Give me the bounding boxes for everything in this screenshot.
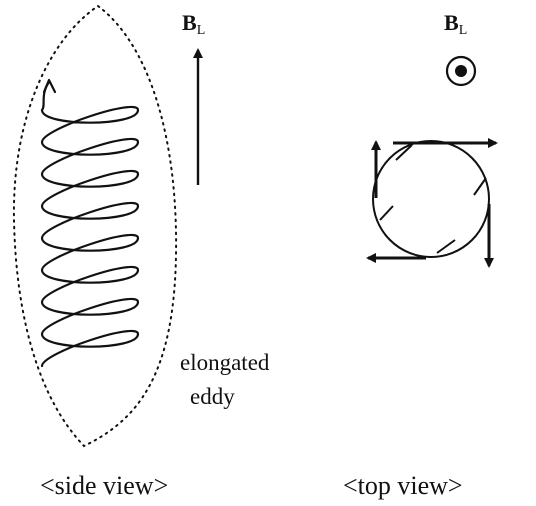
rotation-circle [372, 140, 490, 258]
helix-arrowhead [42, 78, 57, 94]
field-out-of-page-icon [445, 55, 477, 87]
eddy-outline [12, 4, 178, 448]
helix-coil-path [40, 80, 140, 368]
eddy-label-line2: eddy [190, 384, 235, 409]
side-field-label: BL [182, 10, 205, 38]
top-field-label: BL [444, 10, 467, 38]
side-view-caption: <side view> [40, 471, 168, 500]
top-view-panel: BL <top view> [343, 10, 498, 500]
helix-spiral [40, 80, 140, 368]
tangential-arrows [366, 138, 498, 268]
top-view-caption: <top view> [343, 471, 463, 500]
side-view-panel: BL elongated eddy <side view> [12, 4, 270, 500]
eddy-label-line1: elongated [180, 350, 270, 375]
rotation-direction-ticks [379, 144, 487, 254]
